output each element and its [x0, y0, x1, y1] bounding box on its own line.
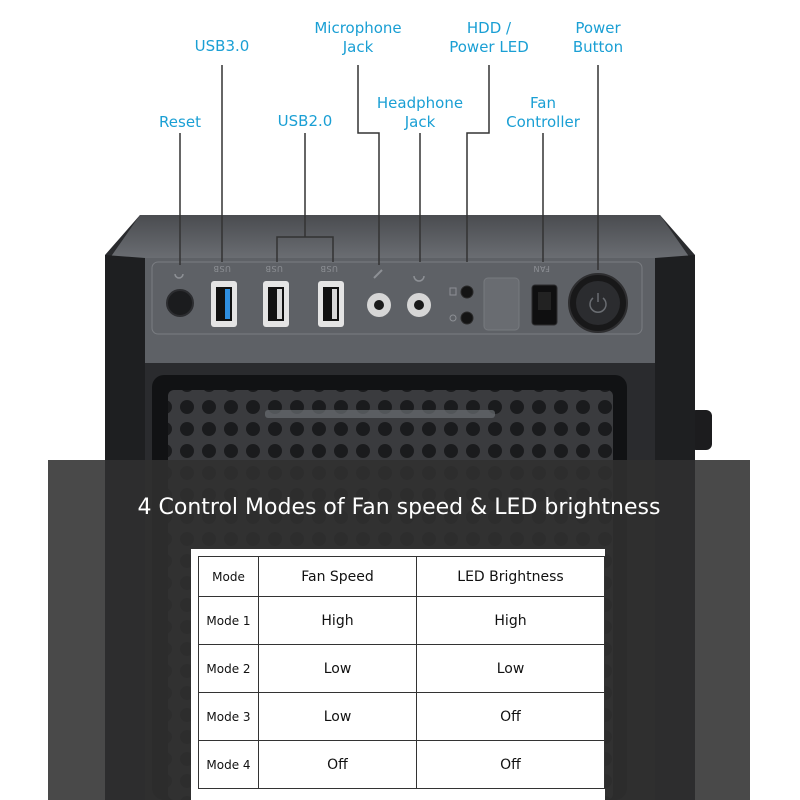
mode-table-card: Mode Fan Speed LED Brightness Mode 1 Hig…	[191, 549, 605, 800]
led-brightness-cell: Off	[416, 692, 605, 741]
callout-fan-controller: Fan Controller	[506, 94, 580, 131]
header-fan-speed: Fan Speed	[258, 556, 417, 597]
fan-speed-cell: Low	[258, 644, 417, 693]
callout-hdd-power-led: HDD / Power LED	[449, 19, 529, 56]
callout-usb3: USB3.0	[194, 37, 250, 55]
table-row: Mode 1 High High	[198, 596, 605, 645]
info-overlay: 4 Control Modes of Fan speed & LED brigh…	[48, 460, 750, 800]
mode-table: Mode Fan Speed LED Brightness Mode 1 Hig…	[198, 556, 605, 789]
led-brightness-cell: Off	[416, 740, 605, 789]
callout-reset: Reset	[159, 113, 201, 131]
side-knob	[690, 410, 712, 450]
led-brightness-cell: High	[416, 596, 605, 645]
power-led	[460, 311, 474, 325]
fan-speed-cell: Low	[258, 692, 417, 741]
mode-cell: Mode 3	[198, 692, 259, 741]
led-brightness-cell: Low	[416, 644, 605, 693]
header-led-brightness: LED Brightness	[416, 556, 605, 597]
mode-cell: Mode 1	[198, 596, 259, 645]
hdd-led	[460, 285, 474, 299]
callout-usb2: USB2.0	[277, 112, 333, 130]
callout-microphone-jack: Microphone Jack	[314, 19, 402, 56]
table-row: Mode 3 Low Off	[198, 692, 605, 741]
fan-speed-cell: Off	[258, 740, 417, 789]
headline: 4 Control Modes of Fan speed & LED brigh…	[137, 495, 661, 520]
table-row: Mode 2 Low Low	[198, 644, 605, 693]
reset-button	[166, 289, 194, 317]
mode-cell: Mode 4	[198, 740, 259, 789]
mode-cell: Mode 2	[198, 644, 259, 693]
table-row: Mode 4 Off Off	[198, 740, 605, 789]
header-mode: Mode	[198, 556, 259, 597]
table-header-row: Mode Fan Speed LED Brightness	[198, 556, 605, 597]
callout-headphone-jack: Headphone Jack	[376, 94, 464, 131]
fan-speed-cell: High	[258, 596, 417, 645]
callout-power-button: Power Button	[572, 19, 624, 56]
